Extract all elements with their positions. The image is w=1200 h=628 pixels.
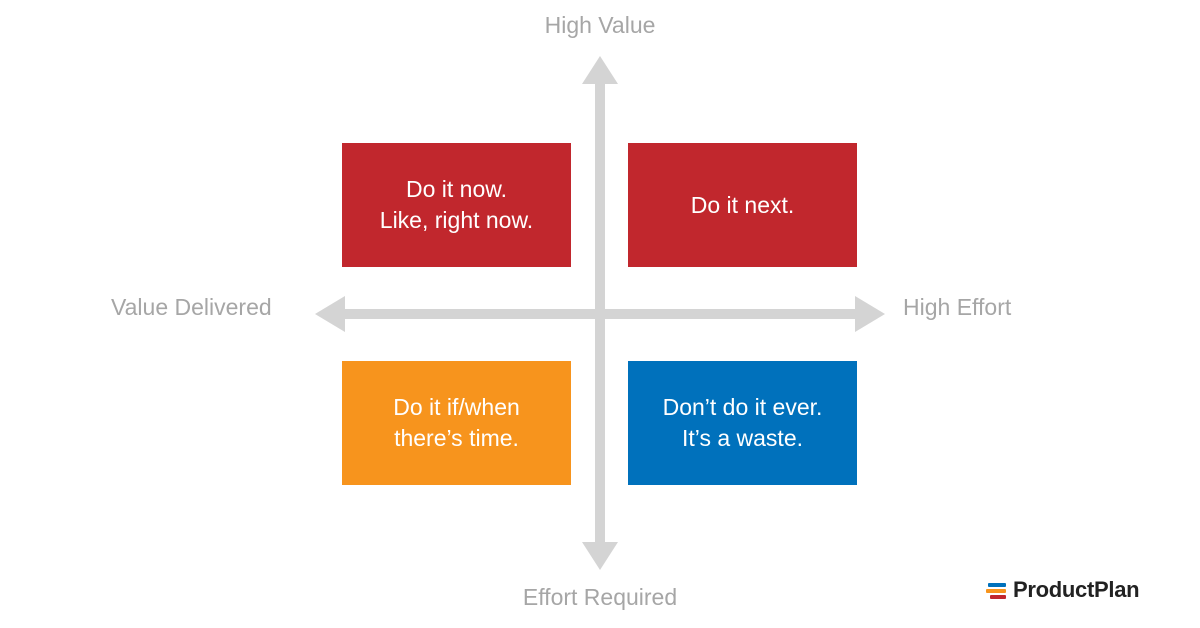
logo-bar-orange bbox=[986, 589, 1006, 593]
arrow-right-icon bbox=[855, 296, 885, 332]
logo-bar-blue bbox=[988, 583, 1006, 587]
productplan-logo: ProductPlan bbox=[986, 577, 1140, 603]
axis-label-left: Value Delivered bbox=[111, 294, 272, 320]
quadrant-do-it-now: Do it now. Like, right now. bbox=[342, 143, 571, 267]
quadrant-text: Do it now. Like, right now. bbox=[379, 176, 534, 233]
logo-bar-red bbox=[990, 595, 1006, 599]
axis-label-bottom: Effort Required bbox=[522, 584, 678, 610]
quadrant-do-it-if-time: Do it if/when there’s time. bbox=[342, 361, 571, 485]
quadrant-text: Do it next. bbox=[690, 191, 795, 218]
quadrant-do-it-next: Do it next. bbox=[628, 143, 857, 267]
arrow-down-icon bbox=[582, 542, 618, 570]
quadrant-dont-do-it: Don’t do it ever. It’s a waste. bbox=[628, 361, 857, 485]
axis-label-top: High Value bbox=[544, 12, 656, 38]
quadrant-text: Don’t do it ever. It’s a waste. bbox=[662, 394, 823, 451]
logo-text: ProductPlan bbox=[1013, 577, 1140, 602]
quadrant-text: Do it if/when there’s time. bbox=[393, 394, 520, 451]
productplan-logo-icon bbox=[986, 580, 1010, 600]
axis-label-right: High Effort bbox=[903, 294, 1012, 320]
arrow-up-icon bbox=[582, 56, 618, 84]
arrow-left-icon bbox=[315, 296, 345, 332]
